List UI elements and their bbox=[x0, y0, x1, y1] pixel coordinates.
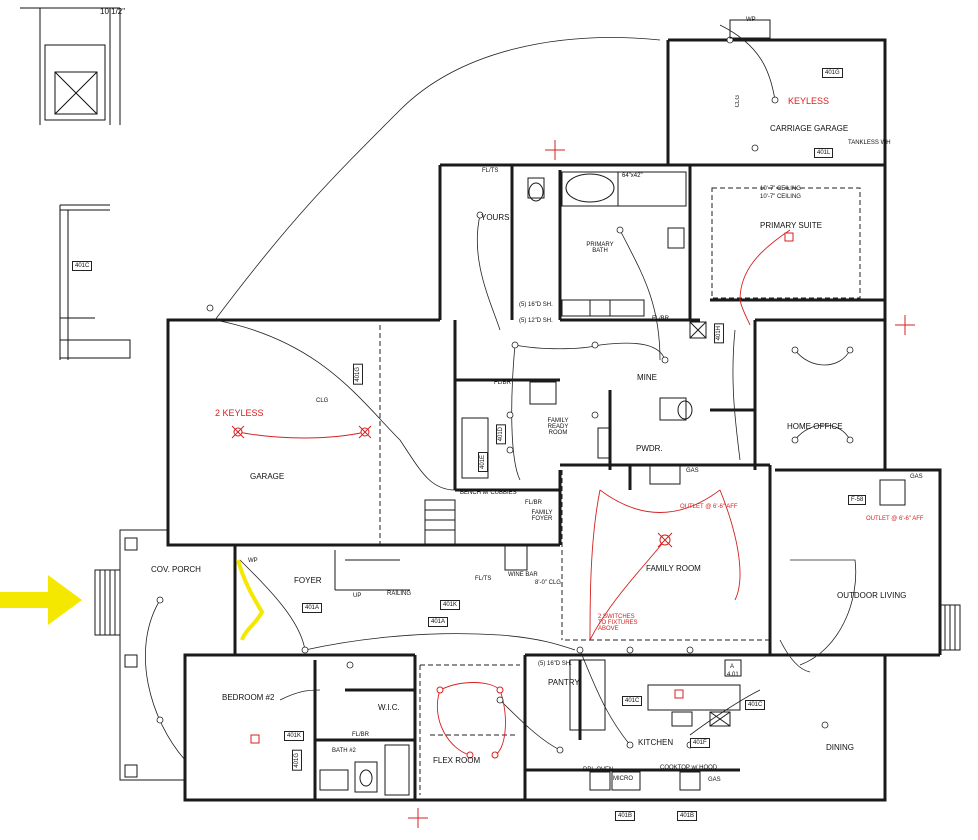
dashed-lines bbox=[379, 187, 861, 795]
tag-401c-k1: 401C bbox=[622, 696, 643, 706]
cov-porch-label: COV. PORCH bbox=[151, 565, 201, 574]
tag-401l: 401L bbox=[814, 148, 834, 158]
bath2-label: BATH #2 bbox=[332, 748, 356, 754]
family-room-label: FAMILY ROOM bbox=[646, 564, 701, 573]
kitchen-label: KITCHEN bbox=[638, 738, 674, 747]
porch-highlight bbox=[236, 559, 265, 641]
gas-2-label: GAS bbox=[910, 474, 923, 480]
wiring bbox=[144, 24, 857, 761]
fl-br-2-label: FL/BR bbox=[652, 316, 670, 322]
tag-401e: 401E bbox=[478, 452, 488, 473]
pantry-shelf-label: (5) 16"D SH. bbox=[538, 661, 572, 667]
elevation-marker-num: 4.01 bbox=[727, 672, 739, 678]
home-office-label: HOME OFFICE bbox=[787, 422, 843, 431]
tag-401g-garage: 401G bbox=[353, 364, 363, 385]
wp-2-label: WP bbox=[746, 17, 756, 23]
entry-arrow bbox=[0, 575, 82, 625]
gas-1-label: GAS bbox=[686, 468, 699, 474]
primary-suite-label: PRIMARY SUITE bbox=[760, 221, 822, 230]
yours-label: YOURS bbox=[481, 213, 510, 222]
bench-label: BENCH w/ CUBBIES bbox=[460, 490, 517, 496]
tag-401a: 401A bbox=[302, 603, 323, 613]
shower-size-label: 64"x42" bbox=[622, 173, 643, 179]
fl-br-3-label: FL/BR bbox=[525, 500, 543, 506]
family-foyer-label: FAMILY FOYER bbox=[531, 510, 553, 522]
outdoor-living-label: OUTDOOR LIVING bbox=[837, 591, 907, 600]
fl-ts-1-label: FL/TS bbox=[475, 576, 492, 582]
bedroom2-label: BEDROOM #2 bbox=[222, 693, 275, 702]
wp-1-label: WP bbox=[248, 558, 258, 564]
tag-401c-k2: 401C bbox=[745, 700, 766, 710]
mine-label: MINE bbox=[637, 373, 657, 382]
tankless-label: TANKLESS WH bbox=[848, 140, 891, 146]
tag-401g-bath: 401G bbox=[292, 750, 302, 771]
wine-bar-label: WINE BAR bbox=[508, 572, 538, 578]
fl-br-4-label: FL/BR bbox=[352, 732, 370, 738]
tag-401f: 401F bbox=[690, 738, 710, 748]
tag-401h: 401H bbox=[714, 323, 724, 344]
ceiling-note-2: 10'-7" CEILING bbox=[760, 194, 801, 200]
micro-label: MICRO bbox=[613, 776, 633, 782]
foyer-label: FOYER bbox=[294, 576, 322, 585]
tag-401k-bed: 401K bbox=[284, 731, 305, 741]
shelf-1-label: (5) 16"D SH. bbox=[519, 302, 553, 308]
tag-f58: F-58 bbox=[848, 495, 867, 505]
ceiling-8-label: 8'-0" CLG. bbox=[535, 580, 563, 586]
dim-top-label: 10 1/2" bbox=[100, 7, 126, 16]
outlet-2-label: OUTLET @ 6'-6" AFF bbox=[866, 516, 924, 522]
fixtures-casework bbox=[319, 19, 906, 796]
tag-401k-foyer: 401K bbox=[440, 600, 461, 610]
tag-401d: 401D bbox=[496, 424, 506, 445]
flex-room-label: FLEX ROOM bbox=[433, 756, 481, 765]
outlet-1-label: OUTLET @ 6'-6" AFF bbox=[680, 504, 738, 510]
cooktop-label: COOKTOP w/ HOOD bbox=[660, 765, 718, 771]
tag-401b-1: 401B bbox=[615, 811, 636, 821]
elevation-marker-a: A bbox=[730, 664, 735, 670]
dbl-oven-label: DBL.OVEN bbox=[583, 767, 614, 773]
gas-3-label: GAS bbox=[708, 777, 721, 783]
wic-label: W.I.C. bbox=[378, 703, 400, 712]
carriage-garage-label: CARRIAGE GARAGE bbox=[770, 124, 849, 133]
fl-br-1-label: FL/BR bbox=[494, 380, 512, 386]
tag-401g-top: 401G bbox=[822, 68, 843, 78]
pwdr-label: PWDR. bbox=[636, 444, 663, 453]
ceiling-note-1: 10'-7" CEILING bbox=[760, 186, 801, 192]
two-keyless-label: 2 KEYLESS bbox=[215, 408, 264, 418]
clg-carriage-label: CLG bbox=[735, 95, 741, 108]
pantry-label: PANTRY bbox=[548, 678, 580, 687]
fl-ts-2-label: FL/TS bbox=[482, 168, 499, 174]
porches bbox=[94, 499, 961, 781]
railing-label: RAILING bbox=[387, 591, 412, 597]
garage-label: GARAGE bbox=[250, 472, 285, 481]
family-ready-room-label: FAMILY READY ROOM bbox=[547, 418, 569, 436]
tag-401c-left: 401C bbox=[72, 261, 93, 271]
keyless-carriage-label: KEYLESS bbox=[788, 96, 830, 106]
shelf-2-label: (5) 12"D SH. bbox=[519, 318, 553, 324]
dining-label: DINING bbox=[826, 743, 854, 752]
clg-garage-label: CLG bbox=[316, 398, 329, 404]
tag-401b-2: 401B bbox=[677, 811, 698, 821]
switches-note-label: 2 SWITCHES TO FIXTURES ABOVE bbox=[598, 614, 638, 632]
detail-drawings bbox=[20, 7, 131, 360]
tag-401a-2: 401A bbox=[428, 617, 449, 627]
primary-bath-label: PRIMARY BATH bbox=[586, 242, 614, 254]
up-label: UP bbox=[353, 593, 362, 599]
red-fixtures bbox=[231, 140, 915, 828]
